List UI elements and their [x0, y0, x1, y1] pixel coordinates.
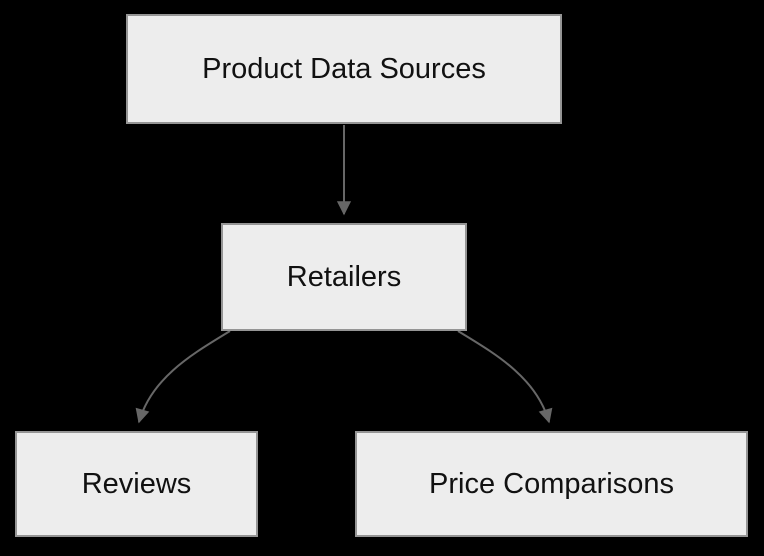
node-reviews: Reviews [15, 431, 258, 537]
node-price-comparisons-label: Price Comparisons [429, 467, 674, 500]
node-retailers: Retailers [221, 223, 467, 331]
edge-retailers-to-price-comparisons [457, 330, 553, 424]
node-retailers-label: Retailers [286, 260, 402, 293]
node-price-comparisons: Price Comparisons [355, 431, 748, 537]
node-reviews-label: Reviews [81, 467, 192, 500]
node-product-data-sources-label: Product Data Sources [202, 52, 486, 85]
node-product-data-sources: Product Data Sources [126, 14, 562, 124]
edge-retailers-to-reviews [135, 330, 231, 424]
